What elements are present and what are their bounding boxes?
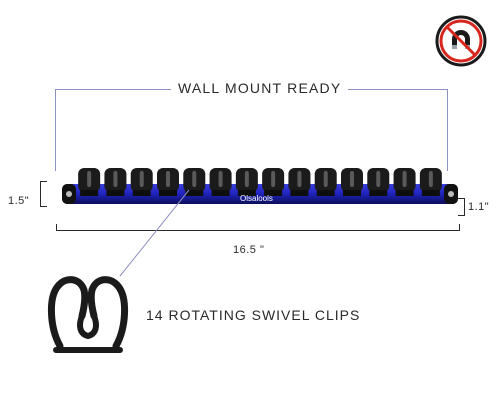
swivel-clips-label: 14 ROTATING SWIVEL CLIPS xyxy=(146,307,361,323)
rail-clip xyxy=(419,168,442,196)
rail-clip xyxy=(341,168,363,196)
rail-clip xyxy=(157,168,179,196)
height-bracket-left xyxy=(40,181,47,207)
rail-clip xyxy=(367,168,390,196)
wall-frame-top-left xyxy=(55,89,171,90)
socket-rail: Olsalools xyxy=(62,168,458,204)
rail-clip xyxy=(262,168,285,196)
rail-brand-text: Olsalools xyxy=(240,194,273,203)
swivel-clip-closeup xyxy=(47,276,129,353)
rail-clip xyxy=(288,168,311,196)
height-bracket-right xyxy=(458,198,465,216)
width-bracket xyxy=(56,224,460,231)
height-left-label: 1.5" xyxy=(8,195,30,207)
width-label: 16.5 " xyxy=(233,244,265,256)
wall-frame-right xyxy=(447,89,448,171)
rail-clip xyxy=(235,168,258,196)
rail-clip xyxy=(209,168,232,196)
rail-clip xyxy=(130,168,153,196)
wall-frame-top-right xyxy=(348,89,448,90)
rail-clip xyxy=(183,168,206,196)
height-right-label: 1.1" xyxy=(468,201,490,213)
rail-clip xyxy=(393,168,416,196)
rail-clip xyxy=(78,168,101,196)
rail-clip xyxy=(314,168,337,196)
wall-mount-title: WALL MOUNT READY xyxy=(178,80,342,96)
wall-frame-left xyxy=(55,89,56,171)
no-magnet-icon xyxy=(435,15,487,67)
rail-clip xyxy=(104,168,127,196)
